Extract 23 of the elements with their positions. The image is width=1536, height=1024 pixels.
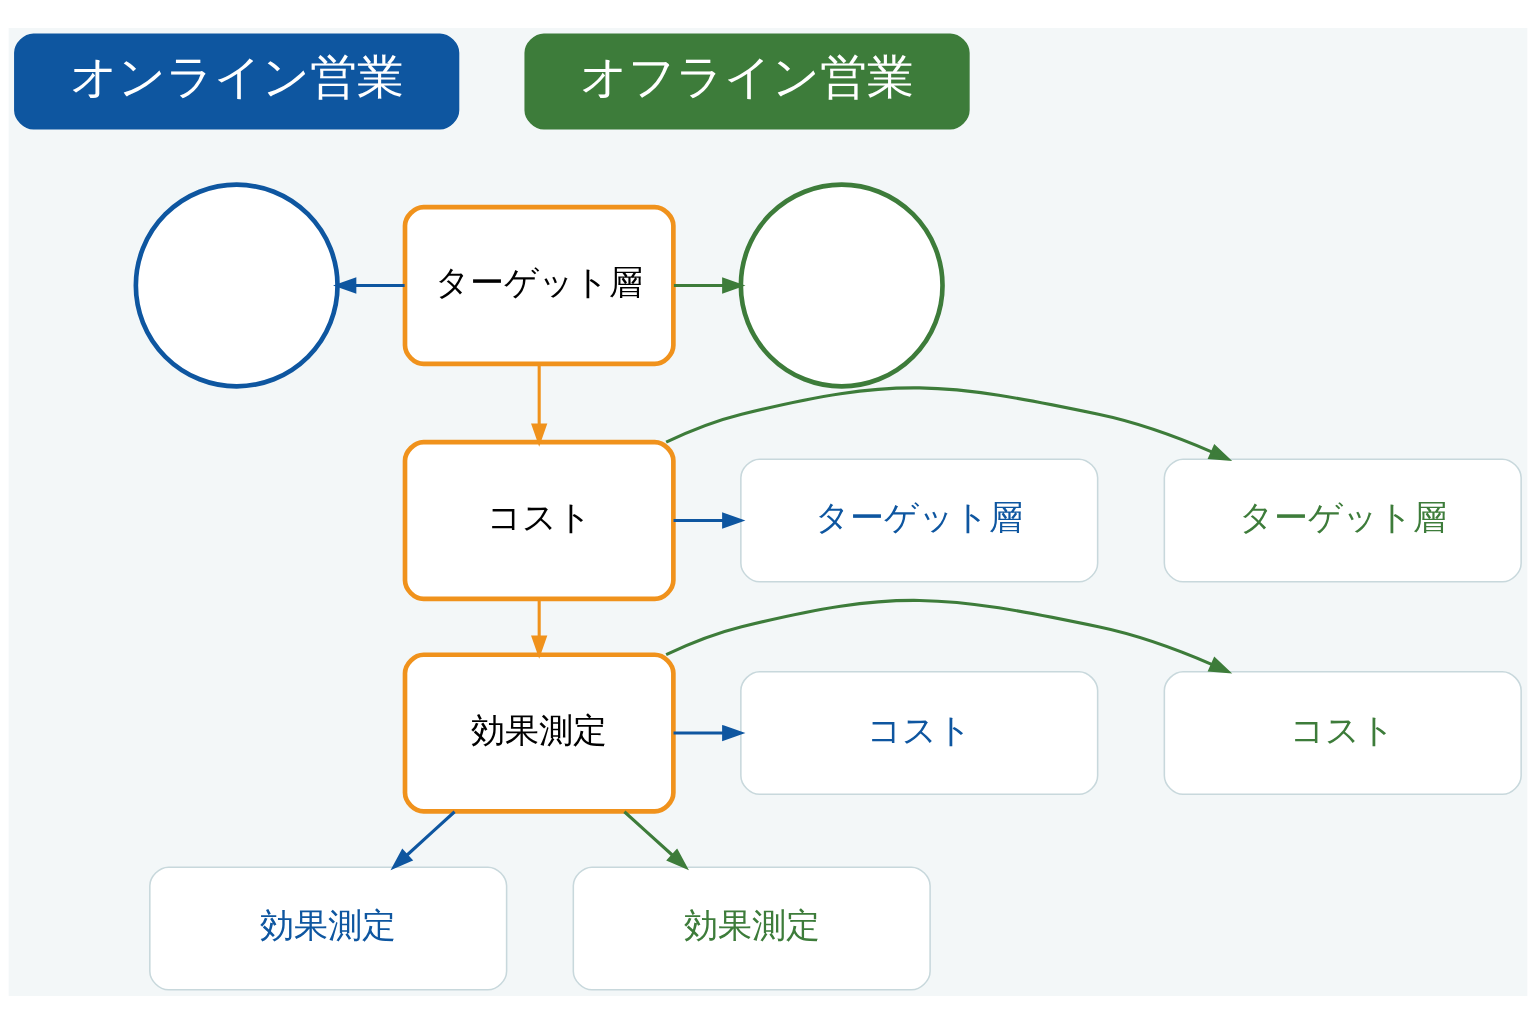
arrow	[390, 810, 456, 871]
arrow	[333, 277, 405, 294]
node-box: 効果測定	[402, 652, 676, 814]
node-circle	[738, 182, 945, 389]
arrow	[623, 810, 689, 871]
arrow	[665, 598, 1233, 674]
node-box: オンライン営業	[14, 33, 460, 130]
arrow	[673, 724, 746, 742]
node-box: コスト	[402, 439, 676, 602]
node-box: ターゲット層	[740, 458, 1099, 583]
arrow	[665, 386, 1233, 461]
node-box: ターゲット層	[1163, 458, 1522, 583]
arrow	[531, 364, 548, 447]
node-box: コスト	[740, 671, 1099, 796]
node-box: 効果測定	[572, 866, 931, 991]
arrow	[673, 512, 746, 529]
node-circle	[133, 182, 340, 389]
arrow	[531, 598, 548, 659]
node-box: ターゲット層	[402, 204, 676, 367]
arrow	[673, 277, 746, 294]
node-box: オフライン営業	[524, 33, 970, 130]
node-box: コスト	[1163, 671, 1522, 796]
node-box: 効果測定	[149, 866, 508, 991]
